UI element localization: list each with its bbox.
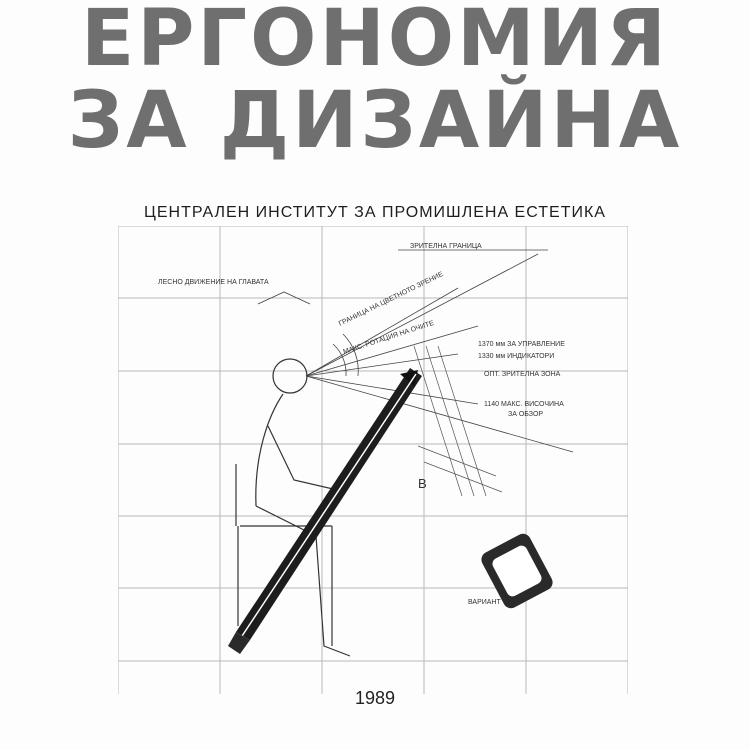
seated-figure — [235, 358, 351, 657]
label-max-rotation: МАКС. РОТАЦИЯ НА ОЧИТЕ — [342, 320, 435, 356]
institute-name: ЦЕНТРАЛЕН ИНСТИТУТ ЗА ПРОМИШЛЕНА ЕСТЕТИК… — [144, 204, 606, 221]
label-for-view: ЗА ОБЗОР — [508, 411, 543, 418]
label-optimal-zone: ОПТ. ЗРИТЕЛНА ЗОНА — [484, 371, 561, 378]
ergonomic-drawing: ЗРИТЕЛНА ГРАНИЦА ЛЕСНО ДВИЖЕНИЕ НА ГЛАВА… — [118, 226, 628, 694]
label-controls: 1370 мм ЗА УПРАВЛЕНИЕ — [478, 341, 565, 348]
label-visual-limit: ЗРИТЕЛНА ГРАНИЦА — [410, 243, 482, 250]
console-hatching — [413, 345, 503, 497]
book-title-line-2: ЗА ДИЗАЙНА — [67, 76, 683, 166]
label-head-movement: ЛЕСНО ДВИЖЕНИЕ НА ГЛАВАТА — [158, 279, 269, 286]
label-color-vision-limit: ГРАНИЦА НА ЦВЕТНОТО ЗРЕНИЕ — [338, 271, 445, 328]
eraser-illustration — [481, 533, 553, 609]
label-indicators: 1330 мм ИНДИКАТОРИ — [478, 353, 554, 360]
label-max-reach: 1140 МАКС. ВИСОЧИНА — [484, 401, 564, 408]
sight-lines — [257, 249, 574, 453]
publication-year: 1989 — [354, 688, 396, 708]
drawing-grid — [118, 226, 628, 694]
book-title-line-1: ЕРГОНОМИЯ — [80, 0, 669, 84]
label-variant: ВАРИАНТ — [468, 599, 502, 606]
pen-illustration — [228, 368, 422, 654]
label-letter-b: В — [418, 476, 427, 491]
